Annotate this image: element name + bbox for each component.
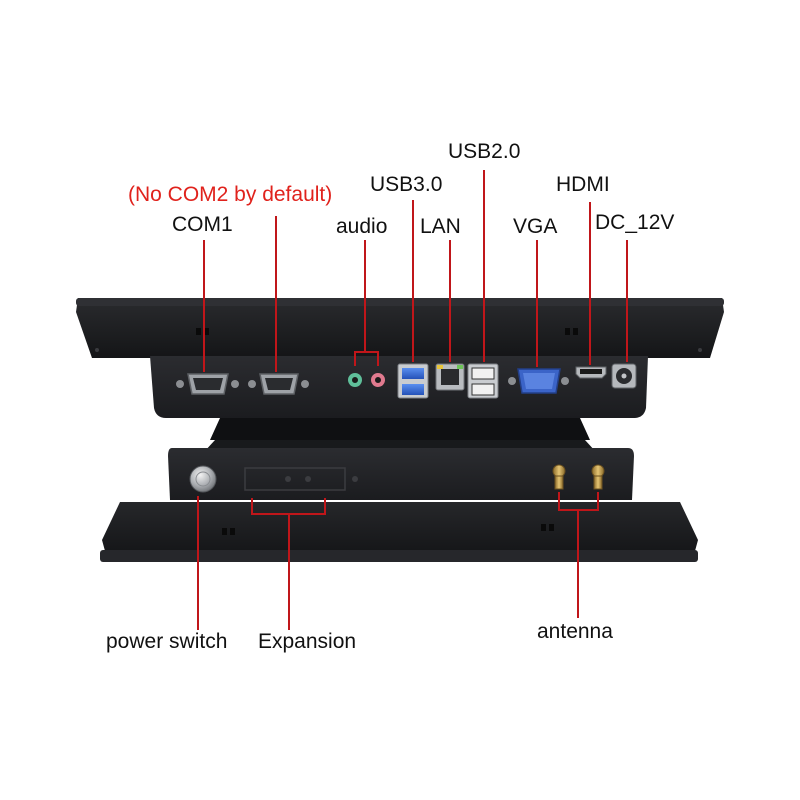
label-usb2: USB2.0 [448,140,521,163]
label-dc-12v: DC_12V [595,211,675,234]
leader-lines [197,170,628,630]
lan-port [435,363,465,391]
dc-jack [611,363,637,389]
lower-module-body [100,448,698,562]
label-power-switch: power switch [106,630,228,653]
power-button-icon [189,465,217,493]
heatsink-stand [204,418,596,452]
antenna-connector-icon [552,464,605,490]
hdmi-port [575,366,607,379]
label-hdmi: HDMI [556,173,610,196]
usb2-ports [467,363,499,399]
label-vga: VGA [513,215,558,238]
vga-port [508,368,569,394]
com2-port [248,373,309,395]
label-expansion: Expansion [258,630,357,653]
audio-jacks [348,373,385,387]
com2-default-note: (No COM2 by default) [128,183,333,206]
label-lan: LAN [420,215,461,238]
label-com1: COM1 [172,213,233,236]
usb3-ports [397,363,429,399]
com1-port [176,373,239,395]
upper-monitor-body [76,298,724,358]
label-antenna: antenna [537,620,613,643]
label-audio: audio [336,215,388,238]
label-usb3: USB3.0 [370,173,443,196]
